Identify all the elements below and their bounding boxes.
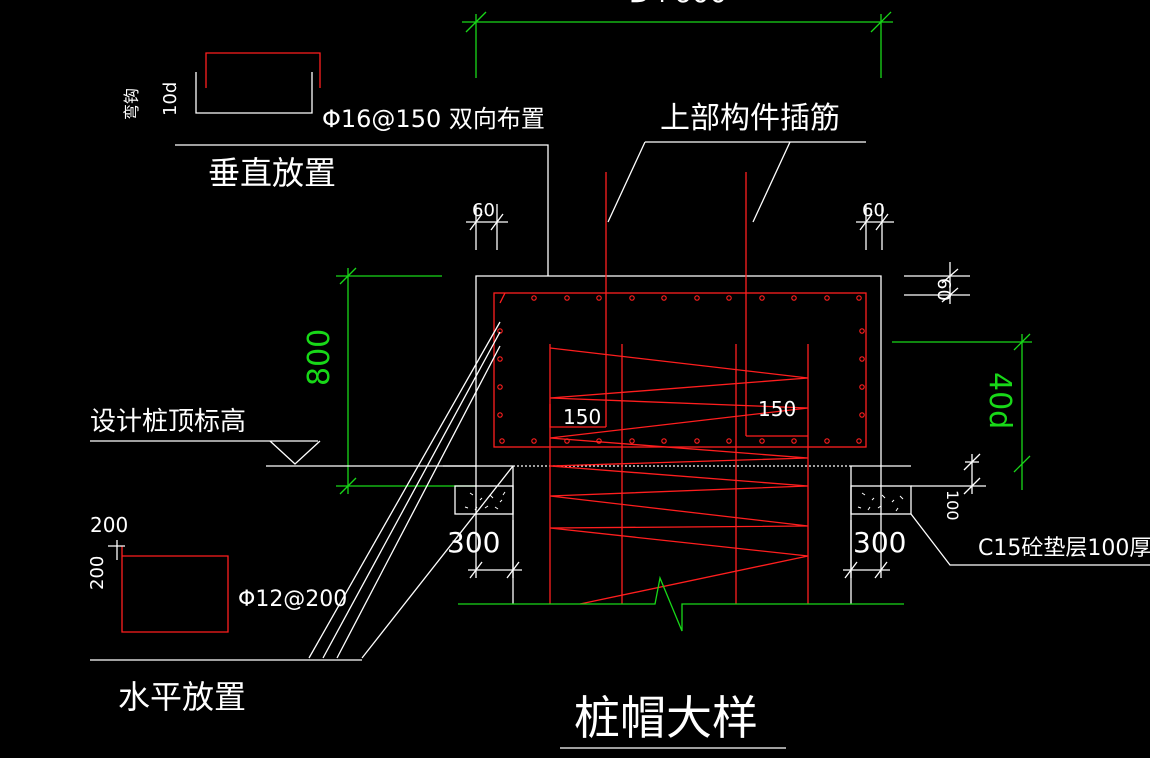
top-rebar-dots [531,295,862,301]
cap-height-dimension: 800 [302,267,476,495]
tie-width-label: 200 [90,513,128,537]
hook-length-label: 10d [160,82,181,116]
dowel-bars-label: 上部构件插筋 [660,101,840,136]
cover-right-label: 60 [862,200,885,221]
cap-height-label: 800 [302,329,337,386]
anchor-length-label: 40d [982,372,1017,429]
cap-outline [443,275,911,467]
vertical-rebars [549,172,809,604]
horizontal-placement-label: 水平放置 [118,678,246,716]
anchor-length-dimension: 40d [892,333,1032,490]
hook-sketch: 弯钩 10d [122,52,321,120]
cover-left-label: 60 [472,200,495,221]
cushion-thickness-label: 100 [943,490,962,521]
tie-height-label: 200 [87,556,108,590]
spacing-right-label: 150 [758,397,796,421]
tie-sketch: 200 200 [87,513,229,633]
elevation-symbol [90,440,476,467]
tie-rebar-label: Φ12@200 [238,587,347,612]
diagonal-leaders [90,321,514,661]
drawing-title: 桩帽大样 [574,691,758,745]
cushion-leader-line [910,513,1150,566]
cover-dimension-right-side: 60 [904,262,970,304]
hook-note-label: 弯钩 [122,88,141,120]
cover-dimension-right: 60 [856,200,894,250]
cushion-note-label: C15砼垫层100厚 [978,536,1150,561]
spiral-stirrup [549,347,809,605]
pile-top-elevation-label: 设计桩顶标高 [90,407,246,437]
spacing-left-label: 150 [563,405,601,429]
cover-right-side-label: 60 [933,278,954,301]
offset-dimension-left: 300 [447,520,522,579]
cushion-dimension: 100 [911,453,986,521]
dowel-leaders [607,141,866,223]
main-rebar-label: Φ16@150 双向布置 [322,105,545,133]
cover-dimension-left: 60 [466,200,508,250]
vertical-leader-line [175,144,549,276]
bottom-rebar-dots [499,438,862,444]
ground-break-line [458,575,904,632]
top-dimension-label: D+600 [629,0,727,9]
offset-dimension-right: 300 [843,520,906,579]
top-dimension: D+600 [462,0,893,78]
offset-left-label: 300 [447,526,500,559]
side-rebar-dots [497,328,865,418]
vertical-placement-label: 垂直放置 [208,154,336,192]
rebar-cage [493,292,867,448]
cushion-blocks [454,485,912,515]
offset-right-label: 300 [853,526,906,559]
